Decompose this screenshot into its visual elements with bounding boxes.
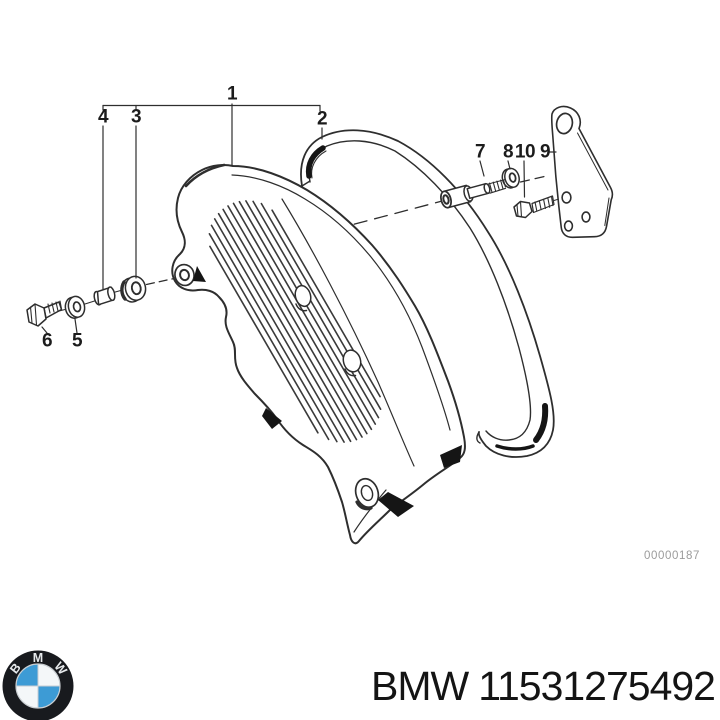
callout-2: 2 [316, 108, 328, 130]
construction-dash-lines [145, 174, 550, 286]
parts-diagram-drawing [26, 103, 614, 545]
logo-quadrant-bl [16, 686, 38, 708]
bolt-part-6 [26, 300, 63, 327]
callout-6: 6 [41, 330, 53, 352]
bracket-part-9 [550, 105, 614, 239]
cover-shadow-wedge-bottom [378, 492, 414, 517]
callout-leader-lines [41, 103, 557, 334]
logo-letter-m: M [33, 651, 43, 665]
cover-ribs [208, 200, 382, 443]
stud-part-7 [440, 179, 507, 209]
brand-name: BMW [371, 663, 469, 709]
drawing-root [26, 103, 614, 545]
right-fasteners [440, 167, 562, 219]
callout-4: 4 [97, 106, 109, 128]
cover-shadow-wedge-left [262, 408, 282, 429]
callout-7: 7 [474, 141, 486, 163]
callout-10: 10 [514, 141, 536, 163]
bmw-roundel: B M W [2, 650, 74, 720]
bush-part-4 [93, 286, 116, 306]
callout-9: 9 [539, 141, 551, 163]
gasket-part-2 [300, 129, 555, 458]
logo-quadrant-tl [16, 664, 38, 686]
left-fastener-chain [26, 275, 147, 327]
washer-part-8 [501, 167, 520, 189]
cover-part-1 [171, 163, 466, 545]
callout-1: 1 [226, 83, 238, 105]
washer-part-5 [64, 295, 86, 319]
logo-quadrant-tr [38, 664, 60, 686]
bolt-part-10 [513, 195, 562, 219]
logo-quadrant-br [38, 686, 60, 708]
cover-ear-eyelet [174, 263, 206, 287]
drawing-number: 00000187 [644, 550, 700, 562]
part-number: 11531275492 [478, 663, 716, 709]
callout-8: 8 [502, 141, 514, 163]
bmw-logo: B M W [2, 650, 74, 720]
callout-5: 5 [71, 330, 83, 352]
cover-foot-eyelet [354, 477, 380, 511]
washer-part-3 [120, 275, 147, 303]
cover-bosses [294, 284, 362, 377]
callout-3: 3 [130, 106, 142, 128]
cover-shadow-wedge-corner [440, 445, 462, 468]
